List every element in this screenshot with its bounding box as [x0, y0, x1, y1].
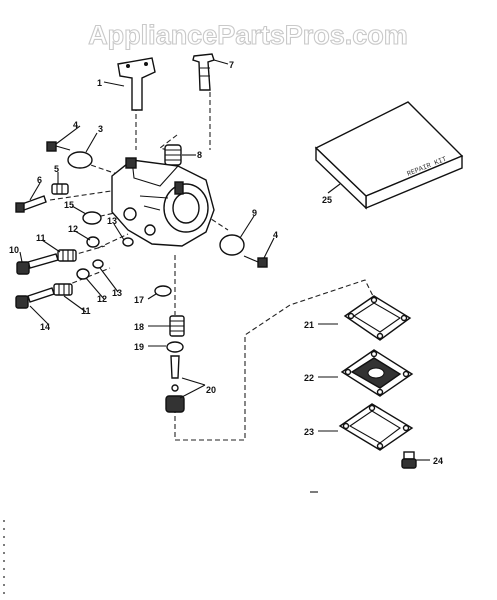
part-oring-lower — [92, 259, 104, 269]
part-diaphragm-gasket — [343, 295, 412, 341]
callout-24: 24 — [433, 456, 443, 466]
part-cover-screw — [401, 451, 417, 469]
callout-6: 6 — [37, 175, 42, 185]
callout-23: 23 — [304, 427, 314, 437]
callout-8: 8 — [197, 150, 202, 160]
part-throttle-shaft — [117, 57, 156, 111]
leader-lines — [19, 59, 430, 461]
part-adjust-screw-14 — [15, 287, 55, 309]
part-choke-disc — [219, 234, 245, 256]
callout-10: 10 — [9, 245, 19, 255]
part-gasket-17 — [154, 285, 172, 297]
part-oring-upper — [122, 237, 134, 247]
callout-18: 18 — [134, 322, 144, 332]
callout-1: 1 — [97, 78, 102, 88]
callout-11-upper: 11 — [36, 233, 46, 243]
part-choke-shaft — [192, 53, 215, 91]
callout-4-lower: 4 — [273, 230, 278, 240]
callout-13-upper: 13 — [107, 216, 117, 226]
callout-17: 17 — [134, 295, 144, 305]
watermark-text: AppliancePartsPros.com — [88, 20, 408, 50]
part-washer-upper — [86, 236, 100, 248]
callout-12-upper: 12 — [68, 224, 78, 234]
part-adjust-screw-10 — [16, 253, 59, 275]
callout-14: 14 — [40, 322, 50, 332]
callout-13-lower: 13 — [112, 288, 122, 298]
callout-7: 7 — [229, 60, 234, 70]
callout-5: 5 — [54, 164, 59, 174]
part-needle-seat — [165, 355, 185, 413]
part-idle-screw — [15, 195, 47, 213]
part-spring-11-lower — [53, 283, 73, 296]
part-throttle-disc — [67, 151, 93, 169]
part-screw-upper — [46, 141, 71, 152]
callout-21: 21 — [304, 320, 314, 330]
part-welch-plug — [82, 211, 102, 225]
callout-22: 22 — [304, 373, 314, 383]
callout-12-lower: 12 — [97, 294, 107, 304]
callout-25: 25 — [322, 195, 332, 205]
part-repair-kit: REPAIR KIT — [314, 101, 464, 210]
part-diaphragm — [340, 349, 414, 397]
part-spring-11-upper — [57, 249, 77, 262]
callout-15: 15 — [64, 200, 74, 210]
callout-19: 19 — [134, 342, 144, 352]
part-spring-8 — [164, 144, 182, 166]
callout-labels: 1 3 4 7 8 5 6 15 13 12 11 10 13 12 11 14… — [9, 60, 443, 466]
callout-4-upper: 4 — [73, 120, 78, 130]
callout-3: 3 — [98, 124, 103, 134]
part-spring-5 — [51, 183, 69, 195]
part-spring-18 — [169, 315, 185, 337]
part-inlet-lever — [166, 341, 184, 353]
part-diaphragm-cover — [338, 403, 414, 451]
part-washer-lower — [76, 268, 90, 280]
callout-11-lower: 11 — [81, 306, 91, 316]
part-screw-lower — [243, 255, 268, 268]
callout-20: 20 — [206, 385, 216, 395]
carburetor-body — [111, 157, 215, 247]
callout-9: 9 — [252, 208, 257, 218]
